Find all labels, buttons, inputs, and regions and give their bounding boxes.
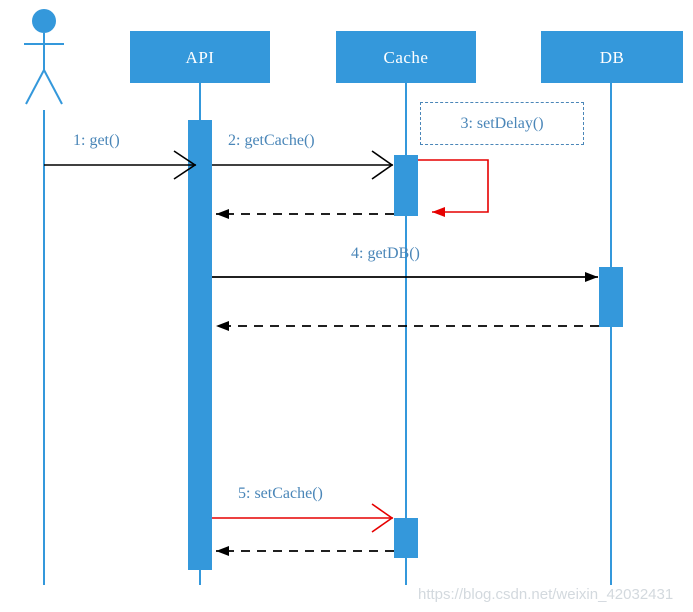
participant-label-api: API bbox=[185, 47, 215, 67]
participant-box-api[interactable]: API bbox=[130, 31, 270, 83]
message-label-setcache: 5: setCache() bbox=[238, 485, 323, 502]
participant-box-db[interactable]: DB bbox=[541, 31, 683, 83]
actor-icon bbox=[24, 9, 64, 105]
message-selfloop-setdelay bbox=[418, 159, 489, 217]
message-arrow-get bbox=[44, 150, 197, 180]
message-label-get: 1: get() bbox=[73, 132, 120, 149]
message-arrow-setcache bbox=[212, 503, 394, 533]
participant-label-db: DB bbox=[599, 47, 625, 67]
note-setdelay-text: 3: setDelay() bbox=[460, 114, 544, 132]
message-label-getcache: 2: getCache() bbox=[228, 132, 315, 149]
note-setdelay: 3: setDelay() bbox=[420, 102, 584, 145]
participant-label-cache: Cache bbox=[383, 47, 429, 67]
activation-bar-cache-2 bbox=[394, 518, 418, 558]
activation-bar-db-1 bbox=[599, 267, 623, 327]
participant-box-cache[interactable]: Cache bbox=[336, 31, 476, 83]
activation-bar-api bbox=[188, 120, 212, 570]
activation-bar-cache-1 bbox=[394, 155, 418, 216]
watermark-text: https://blog.csdn.net/weixin_42032431 bbox=[418, 586, 674, 603]
message-arrow-getcache bbox=[212, 150, 394, 180]
message-label-getdb: 4: getDB() bbox=[351, 245, 420, 262]
